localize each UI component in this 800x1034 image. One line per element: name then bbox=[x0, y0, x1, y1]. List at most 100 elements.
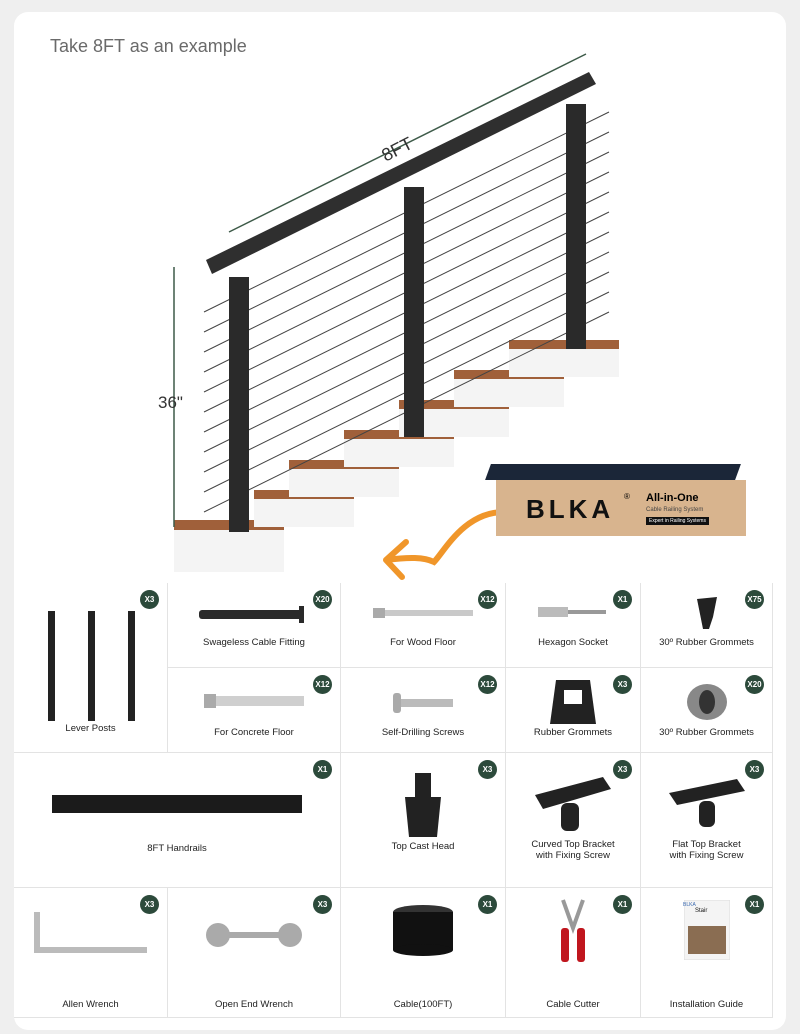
quantity-badge: X3 bbox=[613, 760, 632, 779]
part-label: Hexagon Socket bbox=[506, 637, 640, 648]
part-name: Flat Top Bracket bbox=[672, 839, 741, 850]
quantity-badge: X1 bbox=[313, 760, 332, 779]
part-image bbox=[506, 898, 640, 962]
part-image bbox=[14, 910, 167, 958]
part-label: 30º Rubber Grommets bbox=[641, 727, 772, 738]
part-label: Lever Posts bbox=[14, 723, 167, 734]
quantity-badge: X3 bbox=[613, 675, 632, 694]
part-name: Open End Wrench bbox=[215, 999, 293, 1010]
part-name: Curved Top Bracket bbox=[531, 839, 615, 850]
handrail bbox=[206, 72, 596, 274]
part-label: Self-Drilling Screws bbox=[341, 727, 505, 738]
stairs bbox=[174, 340, 619, 572]
part-image bbox=[641, 595, 772, 631]
quantity-badge: X1 bbox=[745, 895, 764, 914]
part-name: 8FT Handrails bbox=[147, 843, 207, 854]
quantity-badge: X3 bbox=[478, 760, 497, 779]
box-brand-logo: BLKA bbox=[526, 494, 615, 524]
quantity-badge: X3 bbox=[140, 895, 159, 914]
box-tagline: Expert in Railing Systems bbox=[646, 517, 709, 525]
part-cell: X75 30º Rubber Grommets bbox=[641, 583, 773, 668]
part-label: Cable Cutter bbox=[506, 999, 640, 1010]
part-image bbox=[168, 690, 340, 712]
part-name: For Concrete Floor bbox=[214, 727, 294, 738]
part-image bbox=[506, 605, 640, 619]
part-name: Cable(100FT) bbox=[393, 999, 453, 1010]
part-name-line2: with Fixing Screw bbox=[536, 850, 610, 861]
part-label: 30º Rubber Grommets bbox=[641, 637, 772, 648]
part-name: 30º Rubber Grommets bbox=[659, 637, 754, 648]
product-box: BLKA ® All-in-One Cable Railing System E… bbox=[485, 464, 746, 536]
quantity-badge: X12 bbox=[478, 590, 497, 609]
part-name: Lever Posts bbox=[65, 723, 116, 734]
quantity-badge: X1 bbox=[478, 895, 497, 914]
arrow-icon bbox=[383, 509, 507, 580]
part-name: Self-Drilling Screws bbox=[381, 727, 465, 738]
posts bbox=[229, 104, 586, 532]
part-image bbox=[641, 900, 772, 960]
quantity-badge: X20 bbox=[313, 590, 332, 609]
part-cell: X1 8FT Handrails bbox=[14, 753, 341, 888]
guide-brand: BLKA bbox=[683, 902, 696, 908]
part-image bbox=[14, 793, 340, 815]
part-image bbox=[341, 773, 505, 837]
part-label: For Concrete Floor bbox=[168, 727, 340, 738]
part-image bbox=[641, 775, 772, 831]
part-label: Open End Wrench bbox=[168, 999, 340, 1010]
box-headline: All-in-One bbox=[646, 492, 699, 504]
registered-mark: ® bbox=[624, 492, 630, 501]
part-image bbox=[168, 605, 340, 625]
part-label: Rubber Grommets bbox=[506, 727, 640, 738]
part-label: Installation Guide bbox=[641, 999, 772, 1010]
quantity-badge: X75 bbox=[745, 590, 764, 609]
part-name: Allen Wrench bbox=[62, 999, 119, 1010]
part-name: Installation Guide bbox=[669, 999, 744, 1010]
part-name: Rubber Grommets bbox=[533, 727, 613, 738]
part-image bbox=[168, 918, 340, 952]
quantity-badge: X1 bbox=[613, 590, 632, 609]
quantity-badge: X3 bbox=[313, 895, 332, 914]
part-image bbox=[341, 904, 505, 956]
quantity-badge: X20 bbox=[745, 675, 764, 694]
part-label: Allen Wrench bbox=[14, 999, 167, 1010]
height-label: 36" bbox=[158, 393, 183, 412]
part-name: Cable Cutter bbox=[546, 999, 600, 1010]
part-name-line2: with Fixing Screw bbox=[669, 850, 744, 861]
part-label: Swageless Cable Fitting bbox=[168, 637, 340, 648]
part-image bbox=[341, 605, 505, 621]
part-label: Top Cast Head bbox=[341, 841, 505, 852]
guide-title: Stair bbox=[695, 908, 708, 914]
quantity-badge: X1 bbox=[613, 895, 632, 914]
part-label: Cable(100FT) bbox=[341, 999, 505, 1010]
part-label: For Wood Floor bbox=[341, 637, 505, 648]
quantity-badge: X12 bbox=[478, 675, 497, 694]
part-name: For Wood Floor bbox=[390, 637, 456, 648]
box-subline: Cable Railing System bbox=[646, 507, 704, 513]
part-label: 8FT Handrails bbox=[14, 843, 340, 854]
part-name: Top Cast Head bbox=[391, 841, 455, 852]
part-name: Hexagon Socket bbox=[538, 637, 608, 648]
part-cell: X20 30º Rubber Grommets bbox=[641, 668, 773, 753]
part-name: Swageless Cable Fitting bbox=[203, 637, 305, 648]
part-image bbox=[641, 682, 772, 722]
part-image bbox=[506, 678, 640, 726]
quantity-badge: X12 bbox=[313, 675, 332, 694]
part-name: 30º Rubber Grommets bbox=[659, 727, 754, 738]
